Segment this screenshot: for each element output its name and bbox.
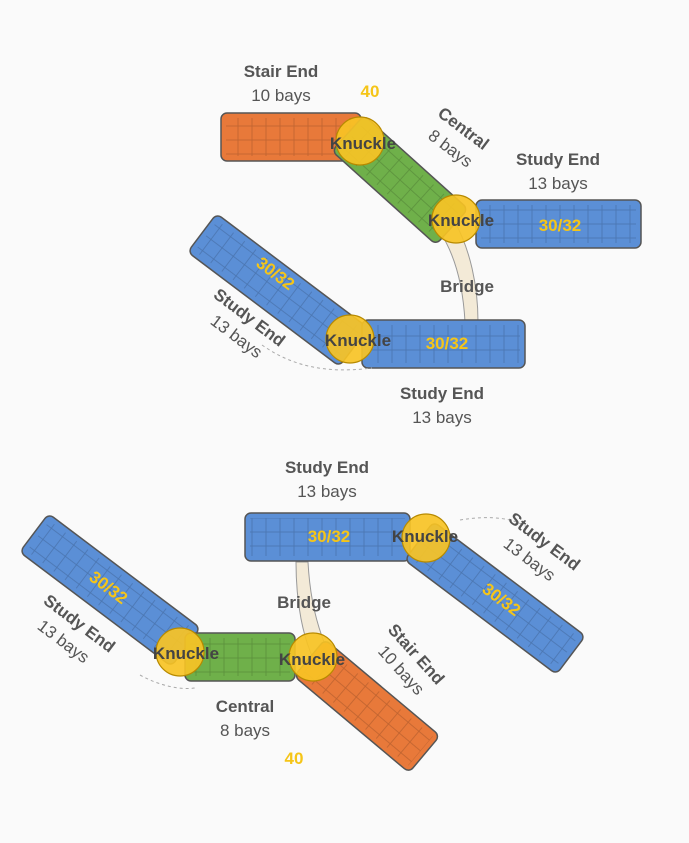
count-label: 40: [285, 749, 304, 768]
bridge-label: Bridge: [440, 277, 494, 296]
study-end-title: Study End: [400, 384, 484, 403]
knuckle-bottom-1: [401, 513, 451, 563]
count-label: 40: [361, 82, 380, 101]
knuckle-top-1: [335, 116, 385, 166]
study-end-wing-bottom-right: [406, 523, 584, 673]
study-end-bays: 13 bays: [528, 174, 588, 193]
central-wing-bottom: [184, 632, 296, 682]
bridge-label: Bridge: [277, 593, 331, 612]
study-end-wing-top-right: [475, 199, 642, 249]
knuckle-top-2: [431, 194, 481, 244]
stair-end-wing-top: [220, 112, 362, 162]
central-bays: 8 bays: [220, 721, 270, 740]
ratio-label: 30/32: [539, 216, 582, 235]
stair-end-bays: 10 bays: [251, 86, 311, 105]
bottom-cluster: Knuckle Knuckle Knuckle 30/32 30/32 30/3…: [21, 458, 584, 771]
top-cluster: Knuckle Knuckle Knuckle 30/32 30/32 30/3…: [189, 62, 642, 427]
central-title: Central: [216, 697, 275, 716]
knuckle-label: Knuckle: [325, 331, 391, 350]
ratio-label: 30/32: [426, 334, 469, 353]
knuckle-label: Knuckle: [279, 650, 345, 669]
study-end-wing-bottom-top: [244, 512, 411, 562]
stair-end-title: Stair End: [244, 62, 319, 81]
ratio-label: 30/32: [308, 527, 351, 546]
knuckle-top-3: [325, 314, 375, 364]
study-end-title: Study End: [516, 150, 600, 169]
knuckle-bottom-3: [288, 632, 338, 682]
knuckle-label: Knuckle: [428, 211, 494, 230]
knuckle-bottom-2: [155, 627, 205, 677]
knuckle-label: Knuckle: [392, 527, 458, 546]
study-end-wing-top-bottom: [361, 319, 526, 369]
knuckle-label: Knuckle: [330, 134, 396, 153]
study-end-title: Study End: [285, 458, 369, 477]
study-end-bays: 13 bays: [412, 408, 472, 427]
knuckle-label: Knuckle: [153, 644, 219, 663]
study-end-bays: 13 bays: [297, 482, 357, 501]
